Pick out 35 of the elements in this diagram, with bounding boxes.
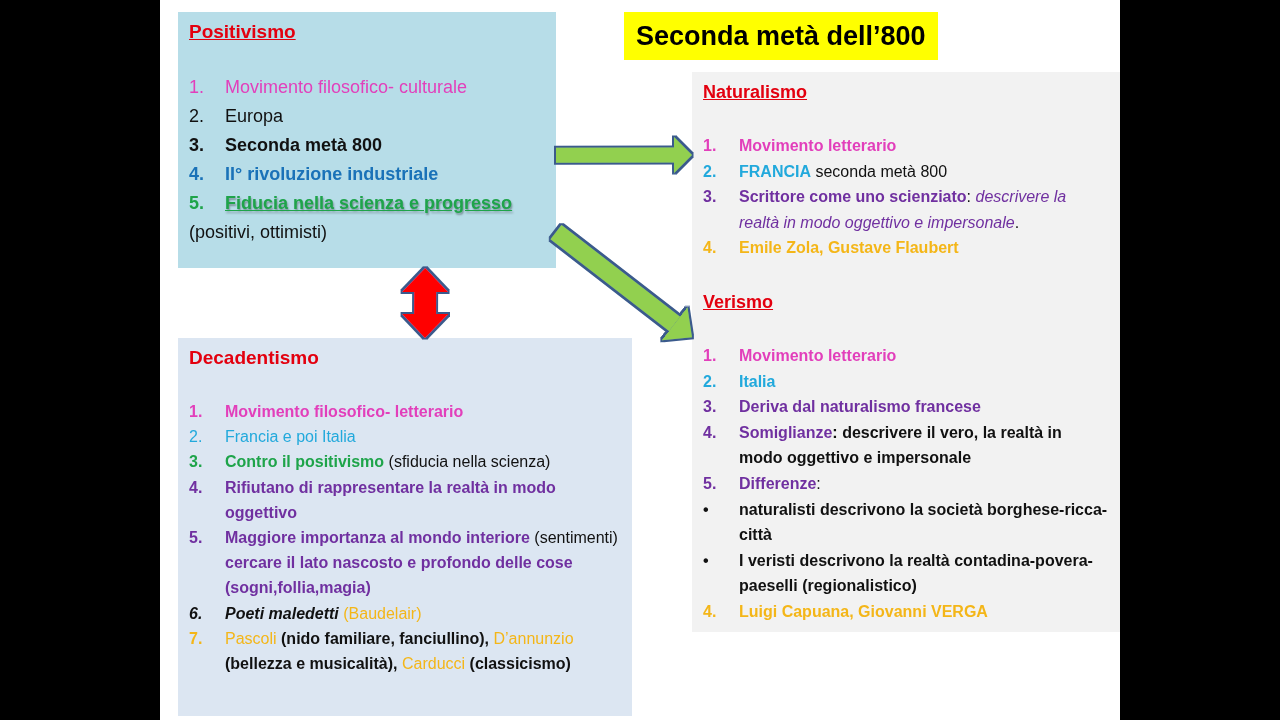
section-heading: Decadentismo bbox=[189, 346, 319, 370]
list-item: 5. Fiducia nella scienza e progresso bbox=[189, 192, 513, 215]
list-item: 4. Rifiutano di rappresentare la realtà in modo oggettivo bbox=[189, 477, 557, 523]
list-item: 3. Contro il positivismo (sfiducia nella scienza) bbox=[189, 452, 551, 473]
list-item: 2. Europa bbox=[189, 105, 284, 128]
slide-title: Seconda metà dell’800 bbox=[624, 12, 938, 60]
concept-box bbox=[178, 338, 632, 716]
list-item: 1. Movimento filosofico- culturale bbox=[189, 76, 468, 99]
list-item: 4. Emile Zola, Gustave Flaubert bbox=[703, 238, 959, 259]
list-item: 5. Maggiore importanza al mondo interiore (sentimenti) cercare il lato nascosto e profondo delle cose (sogni,follia,magia) bbox=[189, 528, 619, 599]
list-item: 6. Poeti maledetti (Baudelair) bbox=[189, 603, 422, 624]
section-heading: Naturalismo bbox=[703, 81, 808, 104]
list-item: 7. Pascoli (nido familiare, fanciullino), D’annunzio (bellezza e musicalità), Carducci (classicismo) bbox=[189, 628, 575, 675]
list-item: 4. Luigi Capuana, Giovanni VERGA bbox=[703, 601, 988, 622]
concept-box bbox=[178, 12, 556, 268]
list-item: 2. FRANCIA seconda metà 800 bbox=[703, 161, 948, 182]
list-item: • I veristi descrivono la realtà contadina-povera-paeselli (regionalistico) bbox=[703, 550, 1094, 597]
list-item: 3. Seconda metà 800 bbox=[189, 134, 383, 157]
list-item: 4. II° rivoluzione industriale bbox=[189, 163, 439, 186]
list-item: 2. Italia bbox=[703, 371, 776, 392]
section-heading: Positivismo bbox=[189, 20, 296, 44]
content-panel bbox=[692, 72, 1120, 632]
list-item: 1. Movimento filosofico- letterario bbox=[189, 402, 464, 422]
list-item: 3. Scrittore come uno scienziato: descrivere la realtà in modo oggettivo e impersonale. bbox=[703, 187, 1068, 233]
double-headed-arrow bbox=[402, 267, 449, 339]
list-item: 1. Movimento letterario bbox=[703, 346, 897, 366]
list-item: • naturalisti descrivono la società borghese-ricca- città bbox=[703, 499, 1109, 546]
list-item: 4. Somiglianze: descrivere il vero, la realtà in modo oggettivo e impersonale bbox=[703, 422, 1063, 469]
list-item: (positivi, ottimisti) bbox=[189, 221, 327, 244]
section-heading: Verismo bbox=[703, 291, 774, 314]
block-arrow bbox=[555, 137, 693, 174]
list-item: 5. Differenze: bbox=[703, 473, 821, 494]
list-item: 1. Movimento letterario bbox=[703, 136, 897, 156]
list-item: 2. Francia e poi Italia bbox=[189, 427, 356, 448]
list-item: 3. Deriva dal naturalismo francese bbox=[703, 397, 981, 418]
